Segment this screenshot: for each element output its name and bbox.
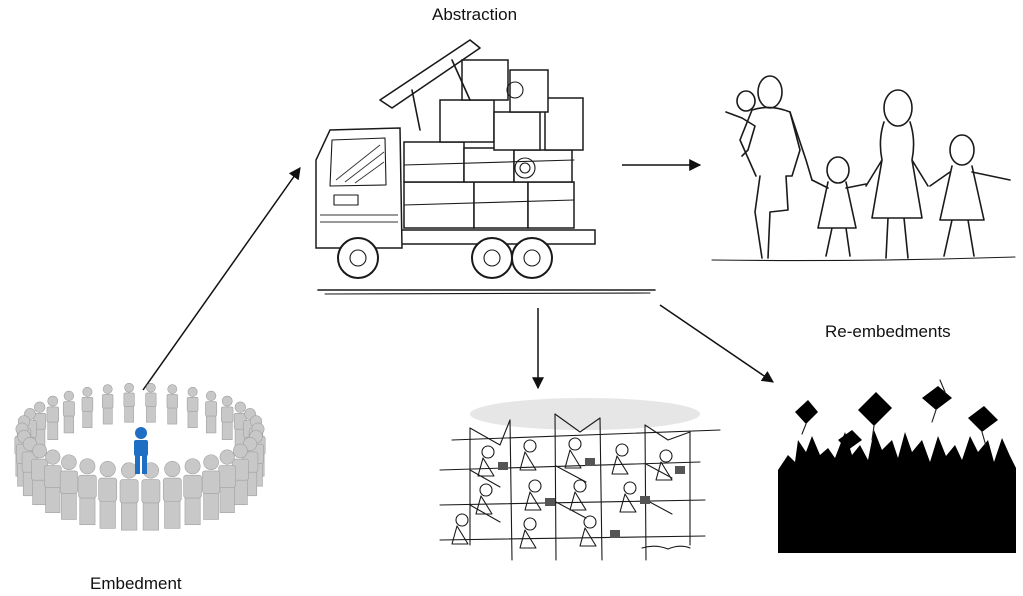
office-cubicles-cartoon xyxy=(439,398,721,561)
arrow-truck-to-graduation xyxy=(659,304,774,383)
arrow-embedment-to-abstraction xyxy=(142,167,301,391)
abstraction-label: Abstraction xyxy=(432,5,518,24)
gray-person-figure xyxy=(62,390,75,434)
highlighted-person xyxy=(134,427,148,474)
reembedments-label: Re-embedments xyxy=(825,322,951,341)
gray-person-figure xyxy=(221,395,234,440)
flow-arrows xyxy=(142,159,774,391)
family-line-drawing xyxy=(711,75,1016,262)
gray-person-figure xyxy=(123,382,135,423)
gray-person-figure xyxy=(98,460,118,529)
embedment-label: Embedment xyxy=(90,574,182,593)
gray-person-figure xyxy=(186,386,199,428)
gray-person-figure xyxy=(46,395,59,440)
gray-person-figure xyxy=(78,458,97,526)
gray-person-figure xyxy=(202,454,221,520)
gray-person-figure xyxy=(231,443,249,506)
gray-person-figure xyxy=(218,449,236,514)
gray-person-figure xyxy=(44,449,62,514)
people-circle xyxy=(14,382,266,531)
gray-person-figure xyxy=(31,443,49,506)
gray-person-figure xyxy=(205,390,218,434)
gray-person-figure xyxy=(81,386,94,428)
graduation-silhouette xyxy=(778,379,1016,553)
gray-person-figure xyxy=(145,382,157,423)
gray-person-figure xyxy=(183,458,202,526)
gray-person-figure xyxy=(102,384,114,425)
gray-person-figure xyxy=(166,384,178,425)
moving-truck-illustration xyxy=(315,39,656,295)
truck-wheels xyxy=(337,237,553,279)
gray-person-figure xyxy=(119,462,139,531)
gray-person-figure xyxy=(162,460,182,529)
gray-person-figure xyxy=(59,454,78,520)
